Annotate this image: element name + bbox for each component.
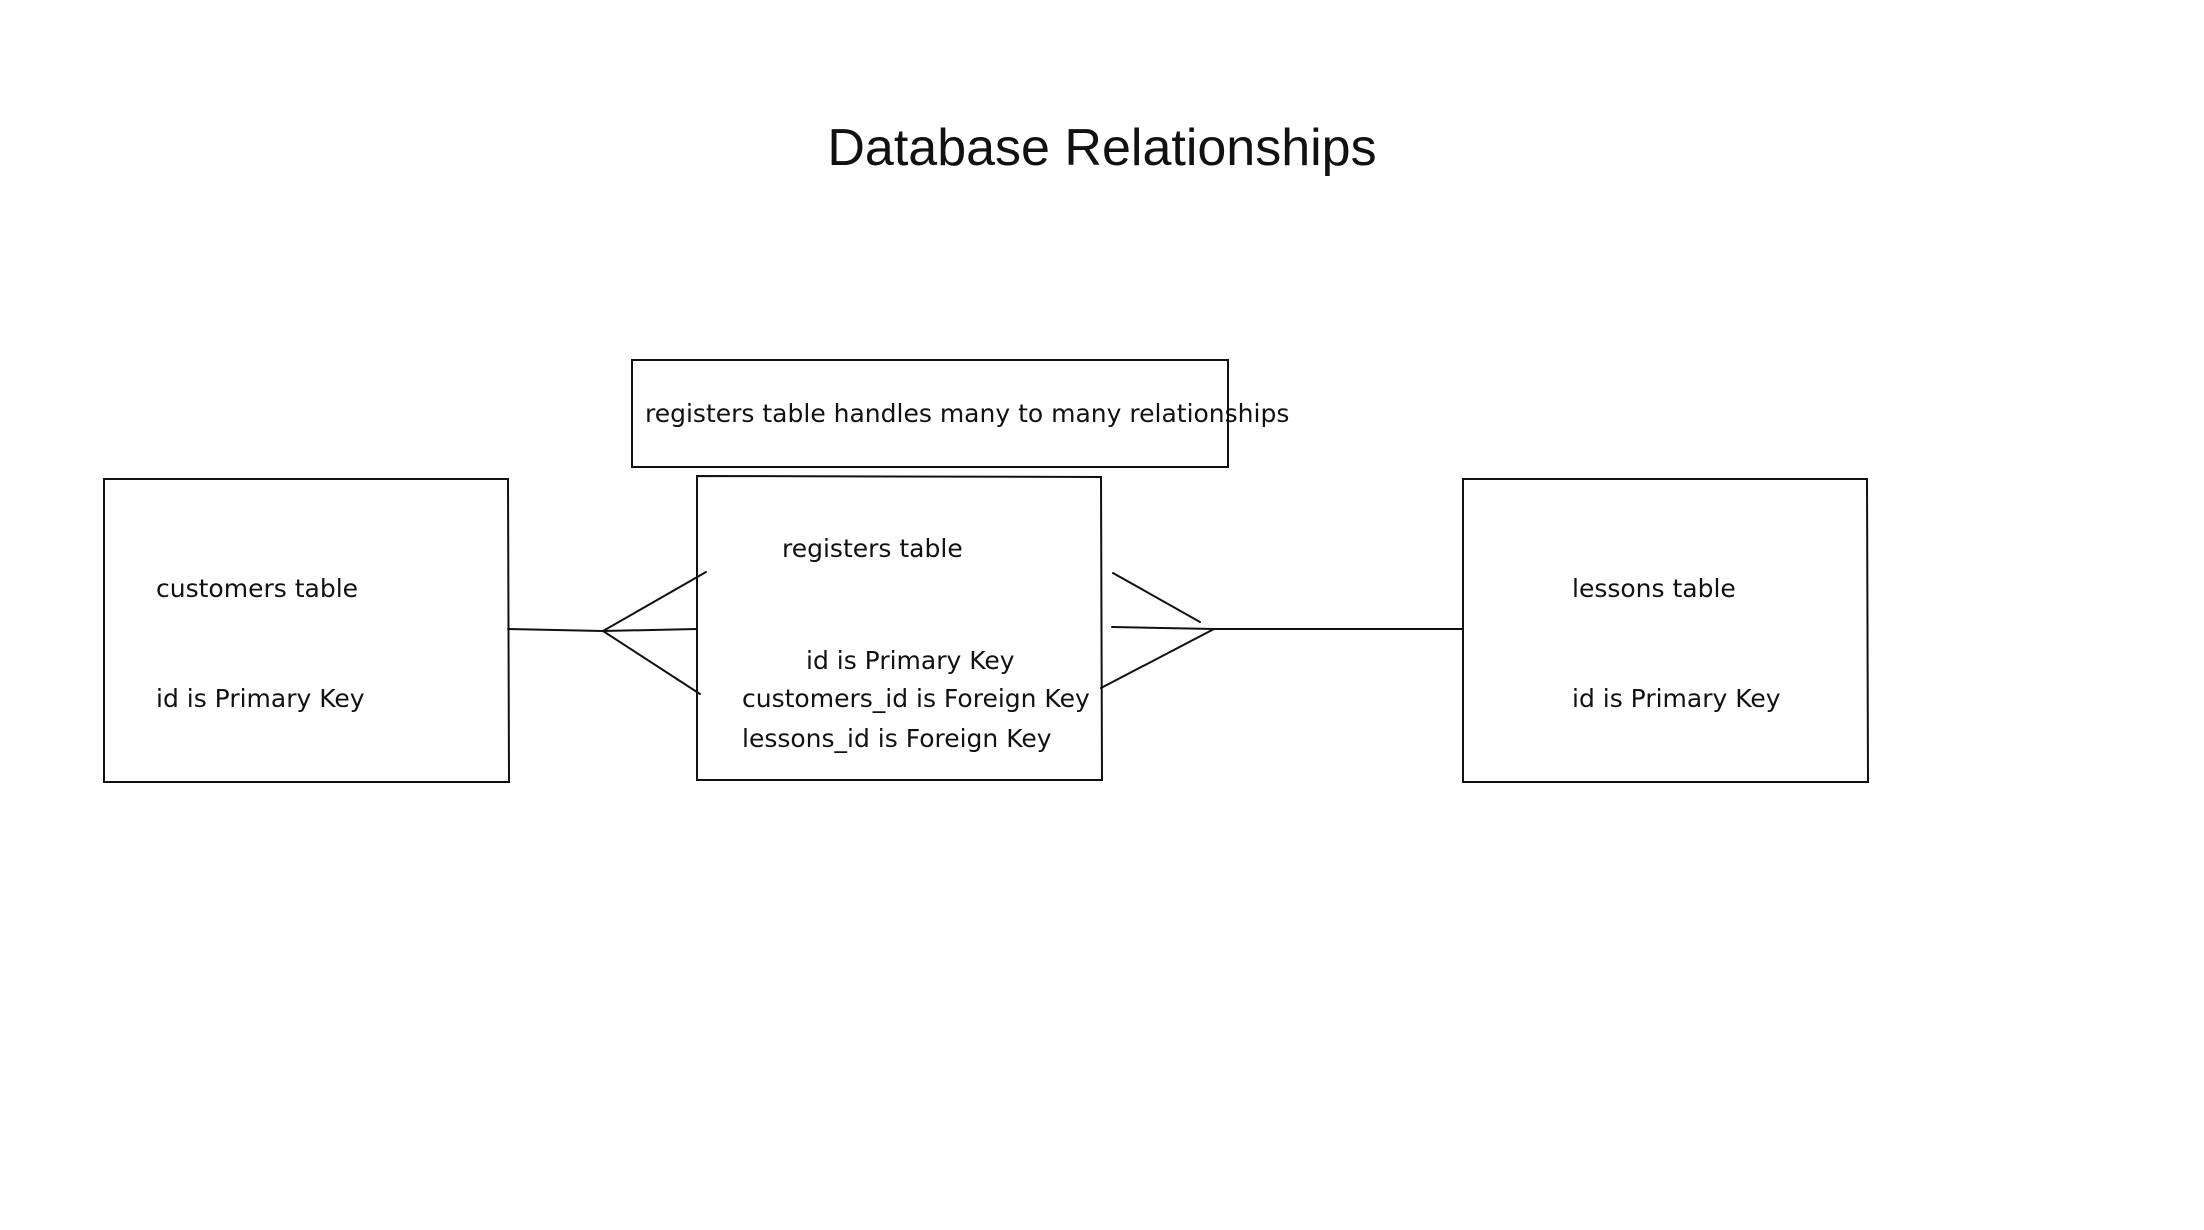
note-box[interactable] bbox=[631, 359, 1229, 468]
note-text: registers table handles many to many rel… bbox=[645, 399, 1290, 428]
lessons-table-box[interactable] bbox=[1462, 478, 1870, 783]
registers-lessons-connector bbox=[1111, 626, 1464, 630]
registers-primary-key: id is Primary Key bbox=[806, 646, 1015, 675]
customers-table-box[interactable] bbox=[103, 478, 511, 783]
customers-primary-key: id is Primary Key bbox=[156, 684, 365, 713]
crowfoot-left-upper bbox=[602, 571, 707, 632]
crowfoot-right-lower bbox=[1100, 628, 1215, 689]
crowfoot-left-lower bbox=[602, 630, 701, 695]
customers-table-name: customers table bbox=[156, 574, 359, 603]
registers-table-name: registers table bbox=[782, 534, 963, 563]
lessons-primary-key: id is Primary Key bbox=[1572, 684, 1781, 713]
registers-customers-foreign-key: customers_id is Foreign Key bbox=[742, 684, 1090, 713]
page-title: Database Relationships bbox=[827, 119, 1377, 177]
registers-lessons-foreign-key: lessons_id is Foreign Key bbox=[742, 724, 1052, 753]
lessons-table-name: lessons table bbox=[1572, 574, 1736, 603]
registers-table-box[interactable] bbox=[696, 474, 1104, 781]
crowfoot-right-upper bbox=[1112, 572, 1201, 623]
